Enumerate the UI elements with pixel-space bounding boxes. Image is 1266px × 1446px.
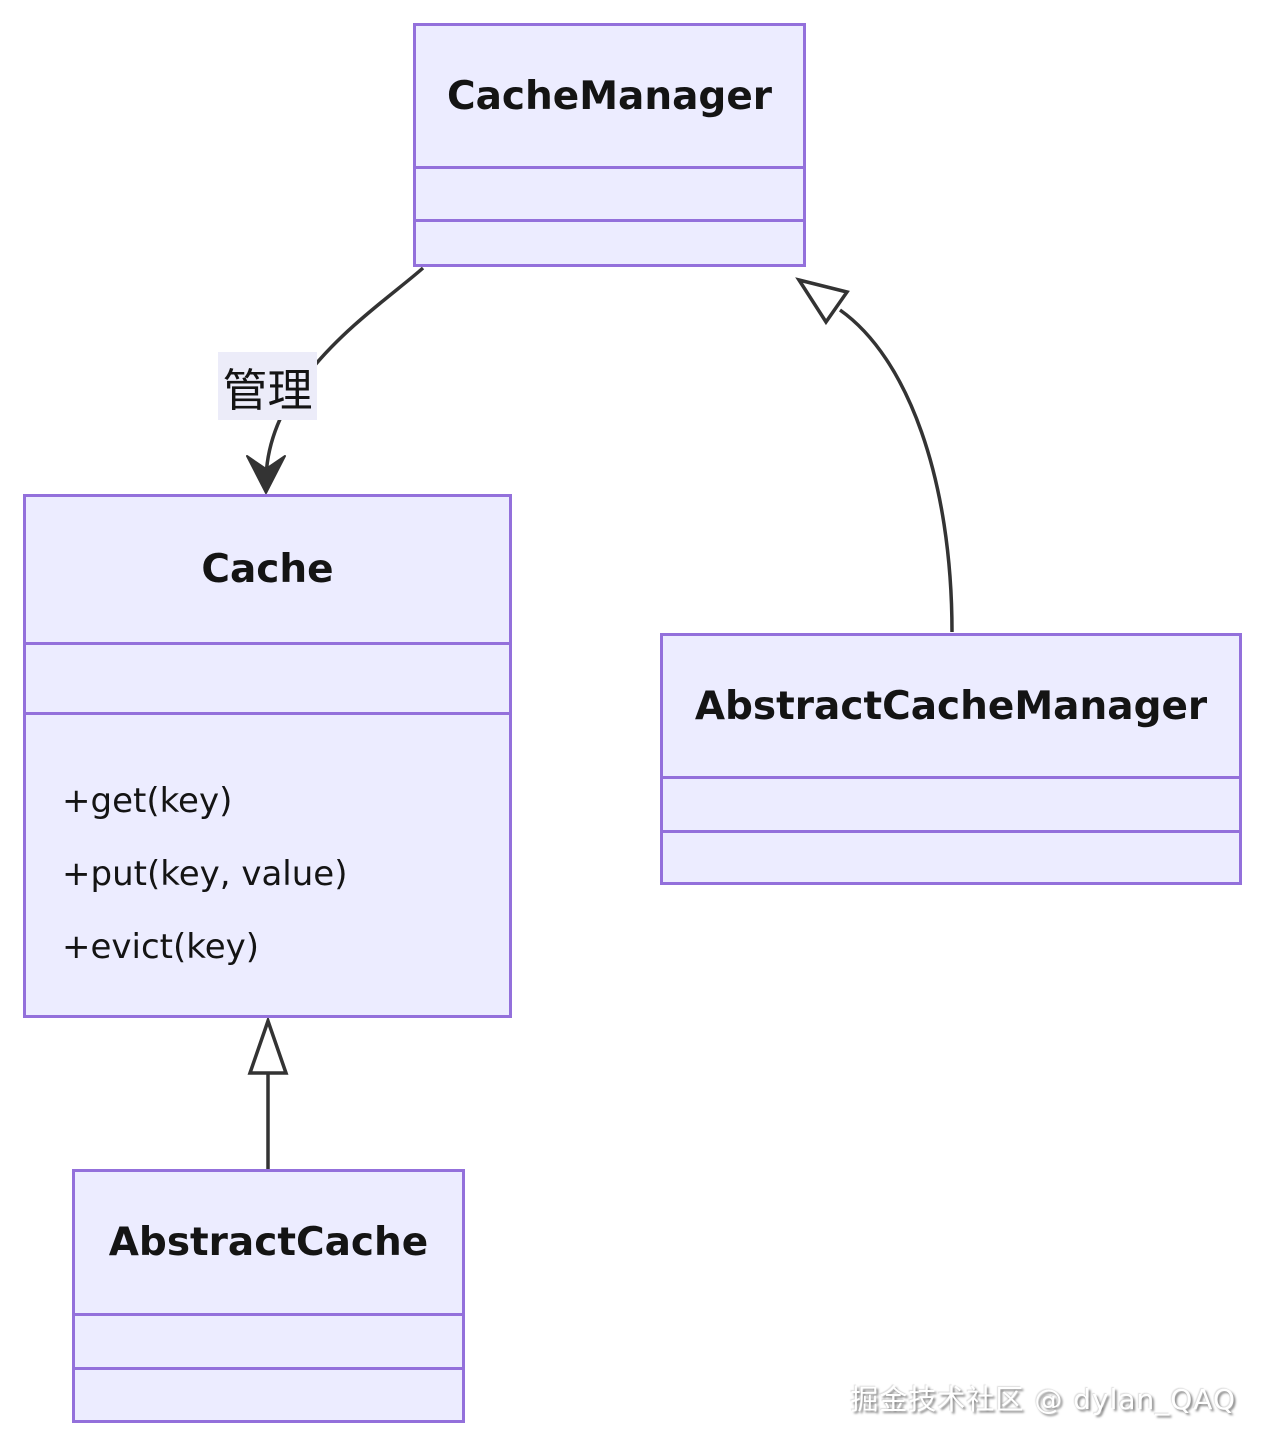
methods-compartment xyxy=(416,219,803,264)
class-title-abstractcachemanager: AbstractCacheManager xyxy=(694,683,1208,729)
attributes-compartment xyxy=(75,1313,462,1367)
attributes-compartment xyxy=(416,166,803,219)
inheritance-arrowhead-icon xyxy=(795,277,850,326)
attributes-compartment xyxy=(663,776,1239,830)
class-box-abstractcache: AbstractCache xyxy=(72,1169,465,1423)
methods-compartment xyxy=(663,830,1239,882)
methods-compartment xyxy=(75,1367,462,1420)
method-evict: +evict(key) xyxy=(62,927,260,967)
inheritance-arrowhead-icon xyxy=(247,1015,289,1075)
method-get: +get(key) xyxy=(62,781,233,821)
edge-label-manages: 管理 xyxy=(218,352,317,420)
class-box-abstractcachemanager: AbstractCacheManager xyxy=(660,633,1242,885)
class-title-cache: Cache xyxy=(201,547,334,592)
method-put: +put(key, value) xyxy=(62,854,348,894)
methods-compartment: +get(key) +put(key, value) +evict(key) xyxy=(26,712,509,1015)
dependency-arrowhead-icon xyxy=(246,455,286,494)
class-box-cachemanager: CacheManager xyxy=(413,23,806,267)
class-title-cachemanager: CacheManager xyxy=(446,73,773,119)
class-box-cache: Cache +get(key) +put(key, value) +evict(… xyxy=(23,494,512,1018)
class-title-abstractcache: AbstractCache xyxy=(108,1220,429,1265)
attributes-compartment xyxy=(26,642,509,712)
inheritance-edge-abstractcachemanager-to-cachemanager xyxy=(838,308,954,633)
dependency-edge-manages xyxy=(264,266,425,483)
watermark: 掘金技术社区 @ dylan_QAQ xyxy=(850,1383,1236,1416)
